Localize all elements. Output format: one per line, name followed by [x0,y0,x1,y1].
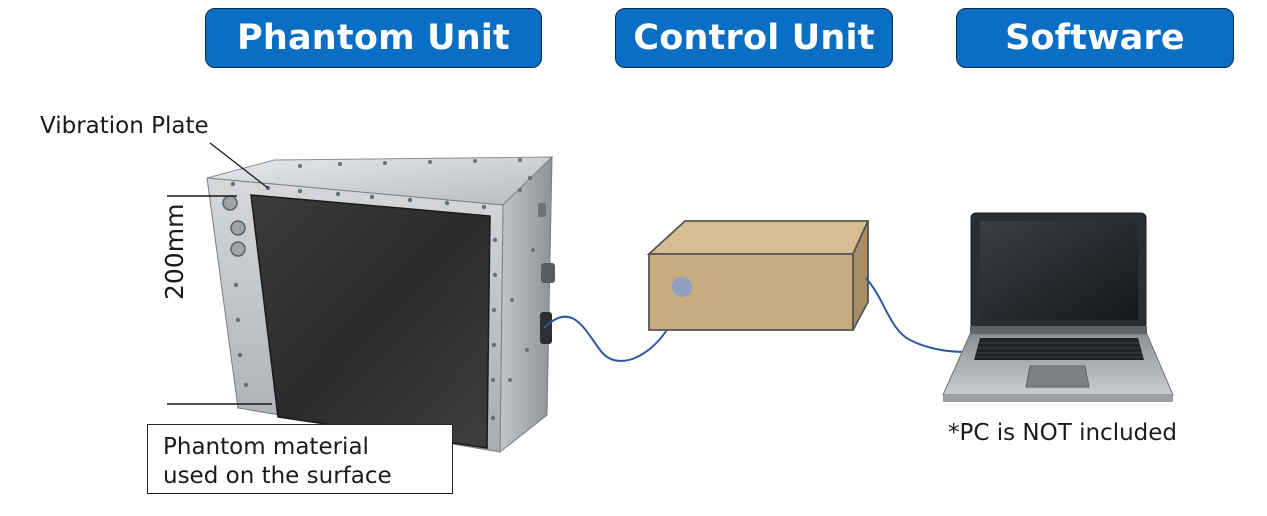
phantom-material-callout: Phantom material used on the surface [147,424,453,494]
pc-not-included-note: *PC is NOT included [948,420,1177,446]
dimension-label: 200mm [160,204,189,300]
laptop-device [943,213,1173,402]
connector-port-icon [672,277,692,297]
phantom-material-line2: used on the surface [163,462,452,491]
phantom-unit-device [207,157,555,452]
phantom-material-line1: Phantom material [163,433,452,462]
cable-control-laptop [866,278,968,352]
vibration-plate-label: Vibration Plate [40,113,209,139]
control-unit-device [649,221,868,330]
